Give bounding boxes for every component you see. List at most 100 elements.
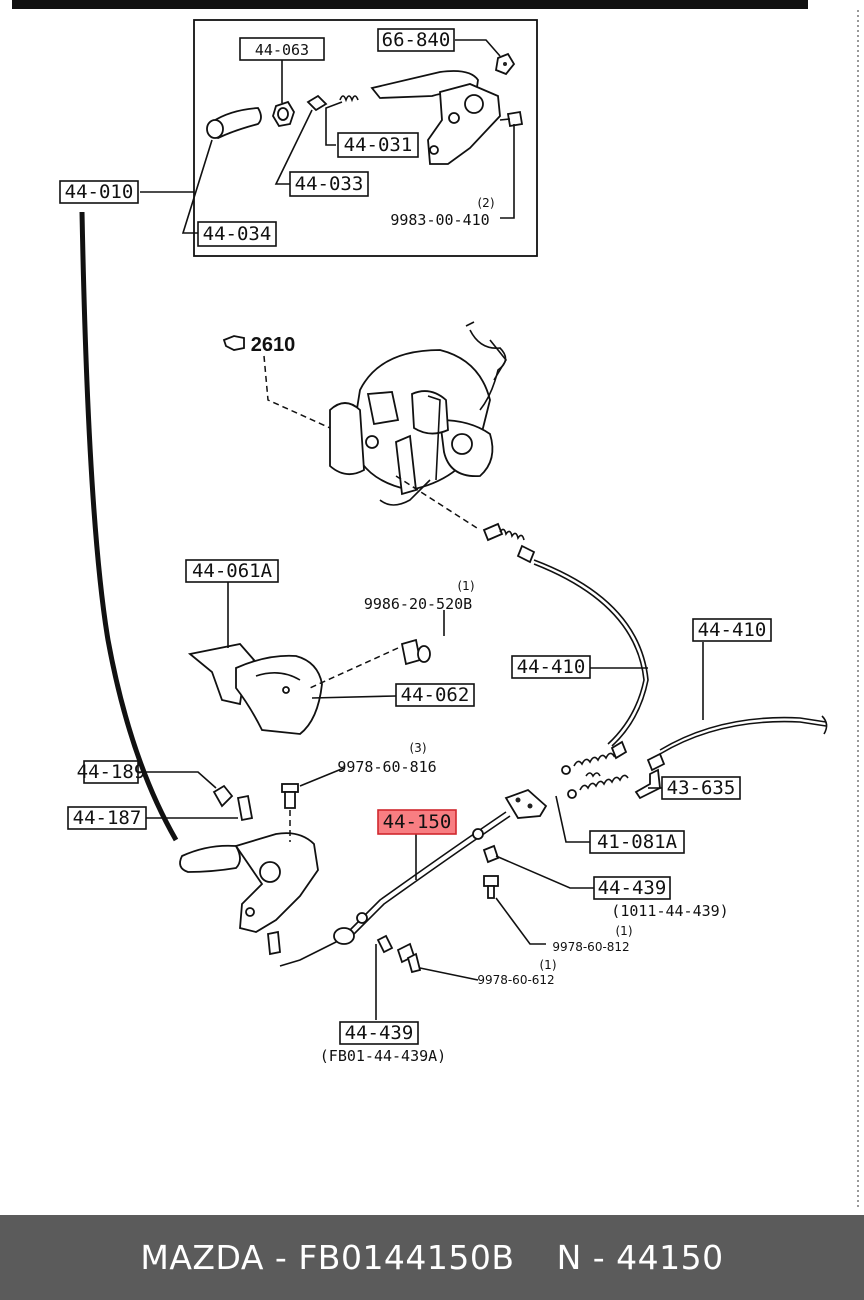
box-44-439-b <box>339 1021 419 1045</box>
label-2610: 2610 <box>251 334 296 356</box>
leader-44-062 <box>311 695 397 699</box>
label-fb01: (FB01-44-439A) <box>320 1047 446 1065</box>
box-44-062 <box>395 683 475 707</box>
bolt-part <box>499 110 524 128</box>
leader-9978-812 <box>495 897 546 945</box>
cable-44-150-fittings <box>333 828 500 945</box>
parts-diagram: 44-010 44-063 66-840 44-031 44-033 44-03… <box>12 0 859 1210</box>
box-44-410-b <box>692 618 772 642</box>
bolt-9986-part <box>400 638 431 666</box>
leader-9978-816 <box>299 767 345 787</box>
label-9983: 9983-00-410 <box>390 211 489 229</box>
footer-part-number: MAZDA - FB0144150B <box>140 1238 515 1277</box>
lever-assembly-part <box>370 70 501 165</box>
bolt-9978-816-part <box>281 783 299 809</box>
box-44-187 <box>67 806 147 830</box>
footer-bar: MAZDA - FB0144150B N - 44150 <box>0 1215 864 1300</box>
ref-dash-2610 <box>263 355 331 429</box>
top-border <box>12 0 808 9</box>
label-44-031: 44-031 <box>344 134 413 156</box>
label-9978-816-qty: (3) <box>410 741 427 755</box>
label-9978-812-qty: (1) <box>616 924 633 938</box>
label-44-439-b: 44-439 <box>345 1022 414 1044</box>
clip-44-439-lower-part <box>376 934 394 954</box>
box-66-840 <box>377 28 455 52</box>
sleeve-44-187-part <box>236 794 254 822</box>
main-lever-line <box>79 211 179 842</box>
label-44-061a: 44-061A <box>192 560 273 582</box>
leader-44-439-a <box>495 855 594 889</box>
label-44-010: 44-010 <box>65 181 134 203</box>
box-44-031 <box>337 132 419 158</box>
dash-9986 <box>309 647 399 689</box>
box-44-410-a <box>511 655 591 679</box>
leader-44-034 <box>181 139 213 234</box>
label-44-150: 44-150 <box>383 811 452 833</box>
label-9978-612-qty: (1) <box>540 958 557 972</box>
box-44-439-a <box>593 876 671 900</box>
cable-end-fitting <box>482 522 536 564</box>
leader-66-840 <box>455 39 501 57</box>
label-9983-qty: (2) <box>478 196 495 210</box>
label-9978-812: 9978-60-812 <box>552 940 629 954</box>
label-44-439-a: 44-439 <box>598 877 667 899</box>
label-9978-816: 9978-60-816 <box>337 758 436 776</box>
clip-44-189-part <box>212 784 234 808</box>
inset-frame <box>193 19 538 257</box>
leader-44-033 <box>274 109 313 185</box>
box-43-635 <box>661 776 741 800</box>
label-66-840: 66-840 <box>382 29 451 51</box>
bolt-9978-612-part <box>396 942 422 974</box>
label-44-062: 44-062 <box>401 684 470 706</box>
label-9986: 9986-20-520B <box>364 595 472 613</box>
box-44-033 <box>289 171 369 197</box>
handbrake-lever-part <box>179 832 319 956</box>
bolt-9978-812-part <box>483 875 499 899</box>
footer-reference: N - 44150 <box>556 1238 724 1277</box>
handle-grip-part <box>206 107 262 139</box>
boot-44-062-part <box>235 654 323 735</box>
leader-41-081a <box>555 795 590 843</box>
leader-44-189 <box>138 771 217 789</box>
box-44-063 <box>239 37 325 61</box>
cable-44-410-left-inner <box>533 563 645 745</box>
cable-44-410-right-inner <box>659 720 827 755</box>
cable-44-150-inner <box>353 815 511 935</box>
box-44-034 <box>197 221 277 247</box>
label-44-187: 44-187 <box>73 807 142 829</box>
cable-44-150 <box>349 811 507 931</box>
label-44-410-a: 44-410 <box>517 656 586 678</box>
leader-9983 <box>500 124 515 219</box>
cable-end-mark <box>821 715 828 735</box>
spring-end-left <box>561 740 628 775</box>
clip-part <box>494 52 516 76</box>
ref-dash-cable <box>395 475 481 531</box>
box-44-061a <box>185 559 279 583</box>
nut-part <box>272 100 295 127</box>
label-41-081a: 41-081A <box>597 831 678 853</box>
ref-arrow-icon <box>222 335 245 351</box>
sleeve-part <box>306 94 328 112</box>
label-44-033: 44-033 <box>295 173 364 195</box>
clip-43-635-part <box>634 768 661 800</box>
label-9986-qty: (1) <box>458 579 475 593</box>
label-43-635: 43-635 <box>667 777 736 799</box>
label-1011: (1011-44-439) <box>611 902 728 920</box>
label-9978-612: 9978-60-612 <box>477 973 554 987</box>
label-44-410-b: 44-410 <box>698 619 767 641</box>
label-44-063: 44-063 <box>255 41 309 59</box>
cable-44-410-left <box>533 559 649 747</box>
spring-small <box>585 772 601 778</box>
leader-44-031 <box>325 101 343 146</box>
box-44-189 <box>83 760 139 784</box>
brake-caliper-assembly <box>329 321 507 506</box>
cable-44-410-right <box>659 716 827 751</box>
box-44-010 <box>59 180 139 204</box>
spring-end-right <box>567 752 666 799</box>
label-44-189: 44-189 <box>77 761 146 783</box>
leader-9978-612 <box>419 967 479 981</box>
equalizer-bracket-part <box>504 788 548 819</box>
label-44-034: 44-034 <box>203 223 272 245</box>
spring-part <box>339 95 359 103</box>
cable-44-150-rod <box>279 939 341 967</box>
